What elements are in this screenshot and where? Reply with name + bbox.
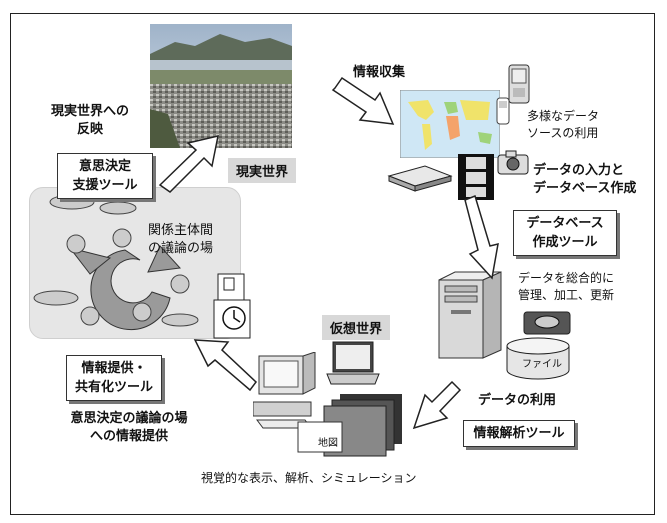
real-world-photo xyxy=(150,24,292,148)
info-sharing-tool-box: 情報提供・ 共有化ツール xyxy=(66,355,162,401)
reflect-real-world-label: 現実世界への 反映 xyxy=(50,104,129,137)
document-clock-icon xyxy=(213,273,251,339)
decision-forum-info-label: 意思決定の議論の場 への情報提供 xyxy=(70,411,188,444)
map-stack-icon xyxy=(297,394,402,457)
analysis-tool-box: 情報解析ツール xyxy=(463,420,575,447)
desktop-pc-icon xyxy=(253,352,316,429)
discussion-diagram xyxy=(33,194,199,331)
scanner-icon xyxy=(387,165,453,192)
server-computer-icon xyxy=(438,271,502,359)
data-input-db-label: データの入力と データベース作成 xyxy=(533,163,637,196)
arrow-to-panel xyxy=(193,339,258,392)
world-map-image xyxy=(400,90,500,158)
db-creation-tool-box: データベース 作成ツール xyxy=(513,210,617,256)
visual-display-label: 視覚的な表示、解析、シミュレーション xyxy=(201,471,417,485)
camera-icon xyxy=(497,150,529,175)
map-label: 地図 xyxy=(318,438,338,449)
various-data-sources-label: 多様なデータ ソースの利用 xyxy=(527,109,600,140)
arrow-to-real-world xyxy=(158,135,219,193)
arrow-to-server xyxy=(464,194,499,280)
stakeholder-forum-label: 関係主体間 の議論の場 xyxy=(148,223,214,256)
film-strip-icon xyxy=(458,154,494,200)
mobile-phone-icon xyxy=(496,97,510,125)
real-world-tag: 現実世界 xyxy=(228,158,297,183)
diagram-frame xyxy=(10,13,655,515)
file-label: ファイル xyxy=(522,359,562,370)
virtual-world-tag: 仮想世界 xyxy=(322,315,391,340)
data-use-label: データの利用 xyxy=(478,393,557,408)
info-collection-label: 情報収集 xyxy=(353,65,406,80)
arrow-to-pc xyxy=(412,380,462,430)
file-database-icon xyxy=(506,337,570,380)
disk-drive-icon xyxy=(523,311,571,335)
laptop-icon xyxy=(326,341,380,385)
handheld-device-icon xyxy=(508,64,530,104)
arrow-to-map xyxy=(331,76,395,125)
integrated-management-label: データを総合的に 管理、加工、更新 xyxy=(518,271,615,302)
decision-support-tool-box: 意思決定 支援ツール xyxy=(57,153,153,199)
